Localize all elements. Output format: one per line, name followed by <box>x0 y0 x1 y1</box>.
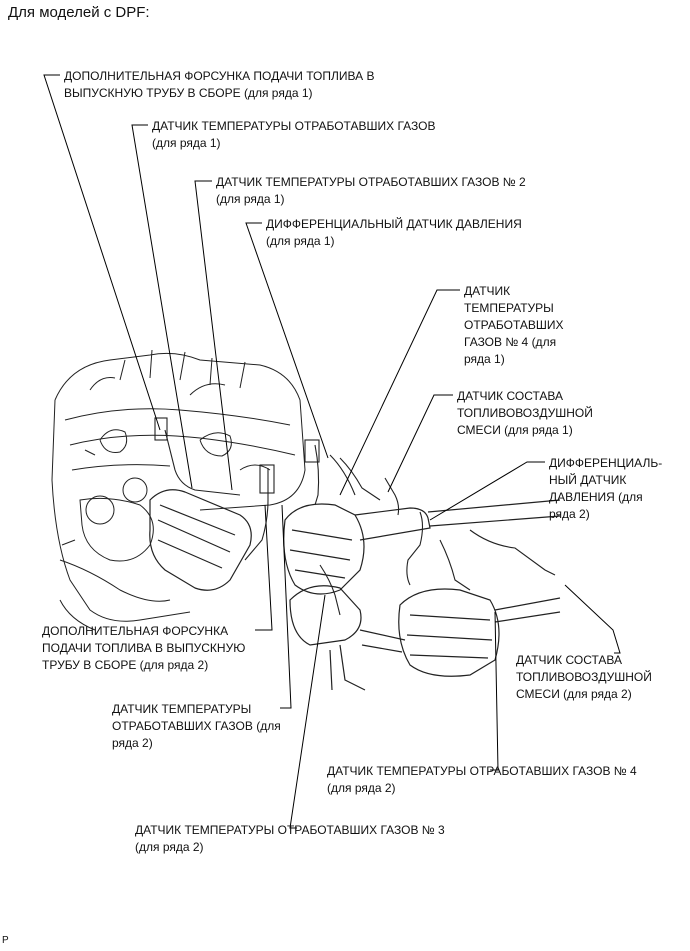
label-af-sensor-bank2: ДАТЧИК СОСТАВА ТОПЛИВОВОЗДУШНОЙ СМЕСИ (д… <box>516 653 652 701</box>
label-fuel-injector-bank1: ДОПОЛНИТЕЛЬНАЯ ФОРСУНКА ПОДАЧИ ТОПЛИВА В… <box>64 69 375 100</box>
label-diff-pressure-sensor-bank1: ДИФФЕРЕНЦИАЛЬНЫЙ ДАТЧИК ДАВЛЕНИЯ (для ря… <box>266 217 522 248</box>
exhaust-assembly <box>149 489 561 691</box>
figure-code: P <box>2 935 9 946</box>
leader-lines <box>43 74 621 829</box>
label-exhaust-temp-sensor-4-bank2: ДАТЧИК ТЕМПЕРАТУРЫ ОТРАБОТАВШИХ ГАЗОВ № … <box>327 764 637 795</box>
label-exhaust-temp-sensor-3-bank2: ДАТЧИК ТЕМПЕРАТУРЫ ОТРАБОТАВШИХ ГАЗОВ № … <box>135 823 445 854</box>
label-diff-pressure-sensor-bank2: ДИФФЕРЕНЦИАЛЬ- НЫЙ ДАТЧИК ДАВЛЕНИЯ (для … <box>549 456 663 521</box>
page-header: Для моделей с DPF: <box>8 4 150 21</box>
label-exhaust-temp-sensor-4-bank1: ДАТЧИК ТЕМПЕРАТУРЫ ОТРАБОТАВШИХ ГАЗОВ № … <box>464 284 564 366</box>
label-exhaust-temp-sensor-2-bank1: ДАТЧИК ТЕМПЕРАТУРЫ ОТРАБОТАВШИХ ГАЗОВ № … <box>216 175 526 206</box>
label-af-sensor-bank1: ДАТЧИК СОСТАВА ТОПЛИВОВОЗДУШНОЙ СМЕСИ (д… <box>457 389 593 437</box>
sensor-harnesses <box>154 417 556 616</box>
label-fuel-injector-bank2: ДОПОЛНИТЕЛЬНАЯ ФОРСУНКА ПОДАЧИ ТОПЛИВА В… <box>42 624 246 672</box>
label-exhaust-temp-sensor-bank2: ДАТЧИК ТЕМПЕРАТУРЫ ОТРАБОТАВШИХ ГАЗОВ (д… <box>112 702 281 750</box>
label-exhaust-temp-sensor-bank1: ДАТЧИК ТЕМПЕРАТУРЫ ОТРАБОТАВШИХ ГАЗОВ (д… <box>152 119 436 150</box>
engine-block <box>51 349 306 631</box>
